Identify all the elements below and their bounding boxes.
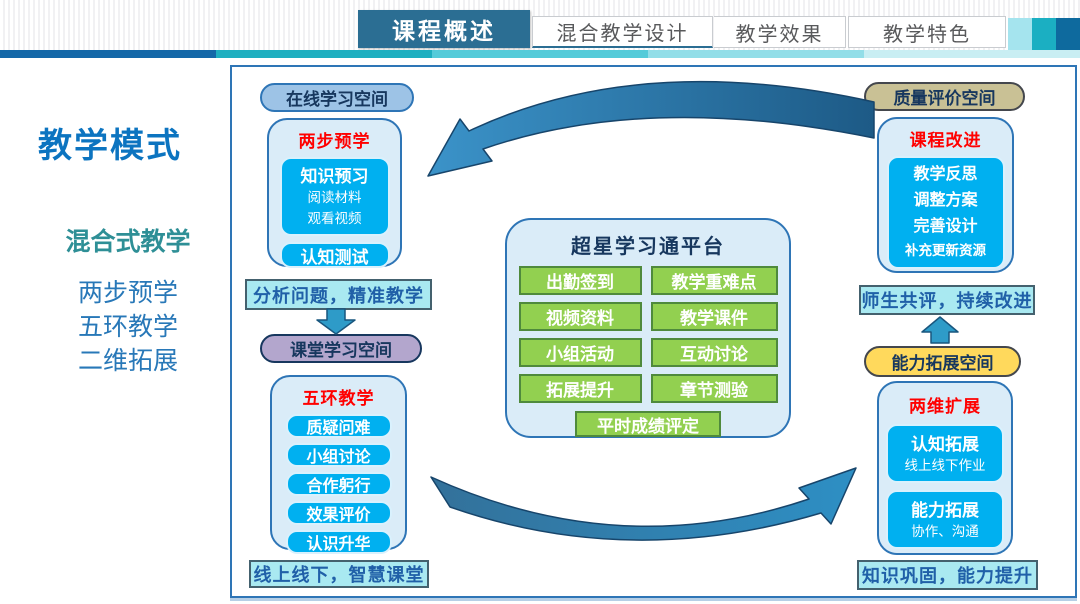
knowledge-preview-title: 知识预习 [300,167,369,186]
tab-teaching-features[interactable]: 教学特色 [848,16,1006,48]
tab-blended-design[interactable]: 混合教学设计 [532,16,713,48]
expand-card: 两维扩展 认知拓展 线上线下作业 能力拓展 协作、沟通 [877,381,1013,555]
presteam-card-title: 两步预学 [298,132,371,151]
ability-expand-sub: 协作、沟通 [911,524,979,539]
cognitive-expand-sub: 线上线下作业 [904,458,986,473]
fivering-card: 五环教学 质疑问难 小组讨论 合作躬行 效果评价 认识升华 [270,375,407,554]
presteam-card: 两步预学 知识预习 阅读材料 观看视频 认知测试 [267,118,402,268]
decor-square-light [1008,18,1032,50]
smart-classroom-note: 线上线下，智慧课堂 [249,560,429,588]
sidebar-subtitle: 混合式教学 [65,228,191,256]
sidebar-item: 五环教学 [77,313,178,341]
platform-card: 超星学习通平台 出勤签到 视频资料 小组活动 拓展提升 教学重难点 教学课件 互… [505,218,791,438]
platform-item: 互动讨论 [650,338,778,367]
fivering-card-title: 五环教学 [302,389,375,408]
co-evaluation-note: 师生共评，持续改进 [859,285,1035,315]
gradient-divider [0,50,1080,58]
preview-item: 观看视频 [307,211,362,226]
cognitive-test-block: 认知测试 [279,242,390,268]
top-bar: 课程概述 混合教学设计 教学效果 教学特色 [0,0,1080,50]
tab-teaching-effect[interactable]: 教学效果 [714,16,846,48]
platform-item: 小组活动 [518,338,642,367]
platform-title: 超星学习通平台 [571,236,725,258]
improve-item: 教学反思 [913,166,978,183]
cognitive-expand-block: 认知拓展 线上线下作业 [886,424,1004,483]
knowledge-preview-block: 知识预习 阅读材料 观看视频 [279,157,390,236]
sidebar-list: 两步预学 五环教学 二维拓展 [38,276,218,378]
fivering-item: 合作躬行 [285,472,392,496]
decor-square-teal [1032,18,1056,50]
improve-item: 补充更新资源 [905,243,986,258]
knowledge-gain-note: 知识巩固，能力提升 [857,560,1038,590]
platform-item: 教学课件 [650,302,778,331]
fivering-item: 小组讨论 [285,443,392,467]
sidebar-item: 两步预学 [77,279,178,307]
analyze-note: 分析问题，精准教学 [245,279,432,310]
diagram-panel: 在线学习空间 两步预学 知识预习 阅读材料 观看视频 认知测试 分析问题，精准教… [230,65,1077,598]
ability-expand-title: 能力拓展 [911,501,979,520]
improve-card-title: 课程改进 [909,131,982,150]
platform-item: 出勤签到 [518,266,642,295]
fivering-item: 认识升华 [285,530,392,554]
ability-space-tag: 能力拓展空间 [864,346,1021,377]
quality-space-tag: 质量评价空间 [864,82,1025,111]
tab-course-overview[interactable]: 课程概述 [358,10,530,48]
platform-grid: 出勤签到 视频资料 小组活动 拓展提升 教学重难点 教学课件 互动讨论 章节测验 [518,266,778,403]
improve-item: 完善设计 [913,218,978,235]
platform-grade-item: 平时成绩评定 [575,411,721,437]
page-title: 教学模式 [38,127,182,165]
decor-square-dark [1056,18,1080,50]
improve-block: 教学反思 调整方案 完善设计 补充更新资源 [886,156,1005,269]
sidebar-item: 二维拓展 [77,347,178,375]
expand-card-title: 两维扩展 [909,397,981,416]
fivering-item: 质疑问难 [285,414,392,438]
fivering-item: 效果评价 [285,501,392,525]
platform-item: 章节测验 [650,374,778,403]
ability-expand-block: 能力拓展 协作、沟通 [886,490,1004,549]
platform-item: 教学重难点 [650,266,778,295]
improve-card: 课程改进 教学反思 调整方案 完善设计 补充更新资源 [877,117,1014,273]
classroom-space-tag: 课堂学习空间 [260,334,422,363]
improve-item: 调整方案 [913,192,978,209]
online-space-tag: 在线学习空间 [260,83,414,112]
cognitive-expand-title: 认知拓展 [911,435,979,454]
platform-item: 拓展提升 [518,374,642,403]
platform-item: 视频资料 [518,302,642,331]
preview-item: 阅读材料 [307,190,362,205]
